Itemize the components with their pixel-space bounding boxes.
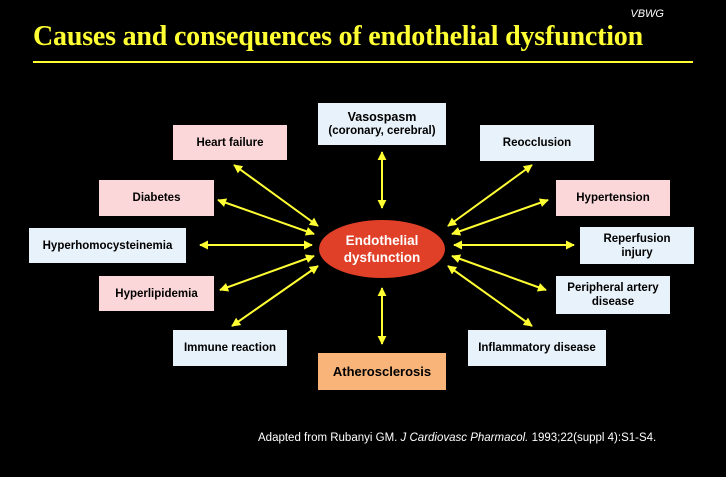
title-underline [33,61,693,63]
node-hyperhomocysteinemia-label: Hyperhomocysteinemia [42,239,173,252]
node-reperfusion-injury-line2: injury [621,246,653,259]
slide-title: Causes and consequences of endothelial d… [33,21,643,52]
node-reperfusion-injury: Reperfusion injury [580,227,694,264]
arrow-hypertension [451,198,549,236]
node-peripheral-artery-disease-line2: disease [591,296,635,308]
node-hyperlipidemia: Hyperlipidemia [99,276,214,311]
node-diabetes: Diabetes [99,180,214,216]
arrow-diabetes [217,198,315,236]
node-vasospasm-line1: Vasospasm [347,110,417,124]
node-hyperhomocysteinemia: Hyperhomocysteinemia [29,228,186,263]
node-hyperlipidemia-label: Hyperlipidemia [115,287,198,300]
node-peripheral-artery-disease: Peripheral artery disease [556,276,670,314]
center-line2: dysfunction [343,250,421,265]
node-inflammatory-disease: Inflammatory disease [468,330,606,366]
node-reocclusion: Reocclusion [480,125,594,161]
node-peripheral-artery-disease-line1: Peripheral artery [567,282,659,294]
arrow-immune-reaction [231,265,319,327]
arrow-heart-failure [233,164,319,227]
arrow-peripheral-artery-disease [451,254,547,292]
node-vasospasm: Vasospasm (coronary, cerebral) [318,103,446,145]
node-hypertension-label: Hypertension [576,192,650,204]
citation: Adapted from Rubanyi GM. J Cardiovasc Ph… [258,432,656,444]
citation-prefix: Adapted from Rubanyi GM. [258,432,401,444]
vbwg-tag: VBWG [630,8,664,20]
arrow-inflammatory-disease [447,265,533,327]
node-immune-reaction: Immune reaction [173,330,287,366]
center-line1: Endothelial [345,233,419,248]
node-heart-failure: Heart failure [173,125,287,160]
node-vasospasm-line2: (coronary, cerebral) [328,125,436,137]
node-hypertension: Hypertension [556,180,670,216]
node-atherosclerosis-label: Atherosclerosis [332,363,432,379]
node-reocclusion-label: Reocclusion [502,137,572,149]
node-heart-failure-label: Heart failure [196,136,264,149]
node-immune-reaction-label: Immune reaction [183,342,277,354]
node-inflammatory-disease-label: Inflammatory disease [478,342,596,354]
arrow-reocclusion [447,164,533,227]
center-endothelial-dysfunction: Endothelial dysfunction [319,220,445,278]
citation-suffix: 1993;22(suppl 4):S1-S4. [528,432,657,444]
node-atherosclerosis: Atherosclerosis [318,353,446,390]
citation-journal: J Cardiovasc Pharmacol. [400,432,529,444]
arrow-hyperlipidemia [219,254,315,292]
node-reperfusion-injury-line1: Reperfusion [603,232,671,245]
node-diabetes-label: Diabetes [132,192,181,204]
